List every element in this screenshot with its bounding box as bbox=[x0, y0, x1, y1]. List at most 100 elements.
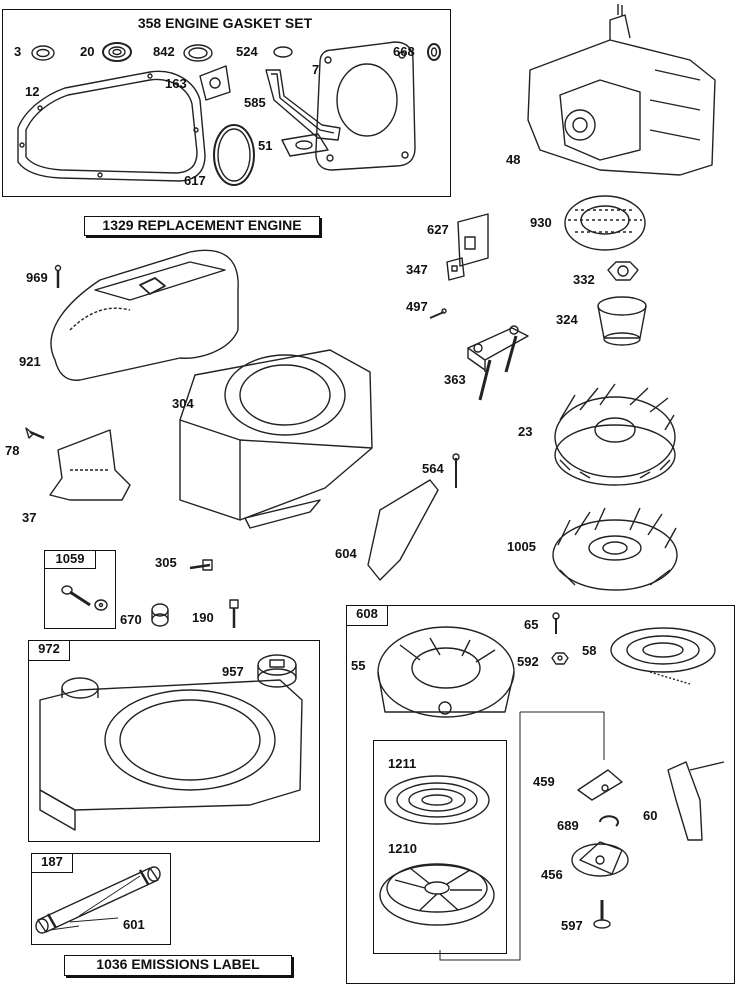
group-tag-1059: 1059 bbox=[44, 550, 96, 569]
part-label-564: 564 bbox=[422, 461, 444, 476]
head-gasket-7-drawing bbox=[315, 41, 416, 171]
group-187-frame bbox=[31, 853, 171, 945]
part-label-48: 48 bbox=[506, 152, 521, 167]
screw-305-drawing bbox=[189, 559, 213, 571]
screw-78-drawing bbox=[25, 427, 45, 440]
group-972-frame bbox=[28, 640, 320, 842]
part-label-497: 497 bbox=[406, 299, 428, 314]
part-label-842: 842 bbox=[153, 44, 175, 59]
spring-58-drawing bbox=[610, 627, 716, 685]
cover-921-drawing bbox=[50, 249, 239, 381]
part-label-51: 51 bbox=[258, 138, 273, 153]
part-label-304: 304 bbox=[172, 396, 194, 411]
flywheel-23-drawing bbox=[554, 383, 676, 486]
part-label-627: 627 bbox=[427, 222, 449, 237]
part-label-921: 921 bbox=[19, 354, 41, 369]
part-label-12: 12 bbox=[25, 84, 40, 99]
part-label-37: 37 bbox=[22, 510, 37, 525]
handle-60-drawing bbox=[667, 761, 725, 841]
part-label-65: 65 bbox=[524, 617, 539, 632]
housing-55-drawing bbox=[377, 626, 515, 718]
guide-37-drawing bbox=[49, 429, 131, 501]
part-label-969: 969 bbox=[26, 270, 48, 285]
bracket-363-drawing bbox=[467, 325, 529, 401]
part-label-347: 347 bbox=[406, 262, 428, 277]
screw-597-drawing bbox=[593, 900, 611, 929]
part-label-55: 55 bbox=[351, 658, 366, 673]
screw-65-drawing bbox=[552, 612, 560, 634]
part-label-1005: 1005 bbox=[507, 539, 536, 554]
baffle-604-drawing bbox=[367, 479, 439, 581]
air-guide-930-drawing bbox=[564, 195, 646, 251]
gasket-12-drawing bbox=[17, 70, 206, 182]
crankcase-48-drawing bbox=[527, 4, 716, 176]
pulley-1210-drawing bbox=[379, 863, 495, 926]
part-label-324: 324 bbox=[556, 312, 578, 327]
part-label-524: 524 bbox=[236, 44, 258, 59]
flywheel-1005-drawing bbox=[552, 507, 678, 591]
pawl-459-drawing bbox=[577, 769, 623, 801]
seal-20-drawing bbox=[102, 42, 132, 62]
part-1059-drawing bbox=[61, 585, 108, 611]
block-347-drawing bbox=[446, 257, 465, 281]
part-label-670: 670 bbox=[120, 612, 142, 627]
gasket-585-drawing bbox=[265, 69, 341, 141]
gasket-set-title: 358 ENGINE GASKET SET bbox=[137, 15, 313, 31]
plate-627-drawing bbox=[457, 213, 489, 267]
part-label-163: 163 bbox=[165, 76, 187, 91]
cap-957-drawing bbox=[257, 654, 297, 688]
part-label-592: 592 bbox=[517, 654, 539, 669]
ring-689-drawing bbox=[599, 815, 619, 827]
seal-668-drawing bbox=[427, 43, 441, 61]
part-label-459: 459 bbox=[533, 774, 555, 789]
gasket-163-drawing bbox=[199, 65, 231, 101]
housing-304-drawing bbox=[179, 349, 373, 529]
nut-592-drawing bbox=[551, 652, 569, 665]
part-label-585: 585 bbox=[244, 95, 266, 110]
retainer-456-drawing bbox=[571, 841, 629, 877]
part-label-604: 604 bbox=[335, 546, 357, 561]
part-label-456: 456 bbox=[541, 867, 563, 882]
emissions-label: 1036 EMISSIONS LABEL bbox=[64, 955, 292, 976]
clutch-324-drawing bbox=[597, 296, 647, 346]
part-label-58: 58 bbox=[582, 643, 597, 658]
spring-1211-drawing bbox=[384, 775, 490, 825]
gasket-524-drawing bbox=[273, 46, 293, 58]
screw-564-drawing bbox=[452, 453, 460, 488]
part-label-1211: 1211 bbox=[388, 756, 417, 771]
part-label-78: 78 bbox=[5, 443, 20, 458]
screw-497-drawing bbox=[429, 308, 447, 319]
part-label-617: 617 bbox=[184, 173, 206, 188]
group-tag-972: 972 bbox=[28, 640, 70, 661]
part-label-332: 332 bbox=[573, 272, 595, 287]
gasket-set-frame bbox=[2, 9, 451, 197]
part-label-23: 23 bbox=[518, 424, 533, 439]
part-label-597: 597 bbox=[561, 918, 583, 933]
nut-332-drawing bbox=[607, 261, 639, 281]
part-label-7: 7 bbox=[312, 62, 320, 77]
part-label-689: 689 bbox=[557, 818, 579, 833]
replacement-engine-label: 1329 REPLACEMENT ENGINE bbox=[84, 216, 320, 236]
part-label-363: 363 bbox=[444, 372, 466, 387]
tank-972-drawing bbox=[39, 677, 303, 831]
group-tag-187: 187 bbox=[31, 853, 73, 873]
part-label-930: 930 bbox=[530, 215, 552, 230]
screw-969-drawing bbox=[54, 264, 62, 288]
part-label-1210: 1210 bbox=[388, 841, 417, 856]
group-tag-608: 608 bbox=[346, 605, 388, 626]
hose-601-drawing bbox=[35, 866, 161, 934]
part-label-601: 601 bbox=[123, 917, 145, 932]
spacer-670-drawing bbox=[151, 603, 169, 627]
leader-lines bbox=[49, 711, 605, 961]
gasket-3-drawing bbox=[31, 45, 55, 61]
starter-subgroup-frame bbox=[373, 740, 507, 954]
part-label-190: 190 bbox=[192, 610, 214, 625]
part-label-20: 20 bbox=[80, 44, 95, 59]
gasket-617-drawing bbox=[213, 124, 255, 186]
part-label-957: 957 bbox=[222, 664, 244, 679]
gasket-842-drawing bbox=[183, 44, 213, 62]
part-label-668: 668 bbox=[393, 44, 415, 59]
part-label-3: 3 bbox=[14, 44, 22, 59]
gasket-51-drawing bbox=[281, 133, 329, 157]
